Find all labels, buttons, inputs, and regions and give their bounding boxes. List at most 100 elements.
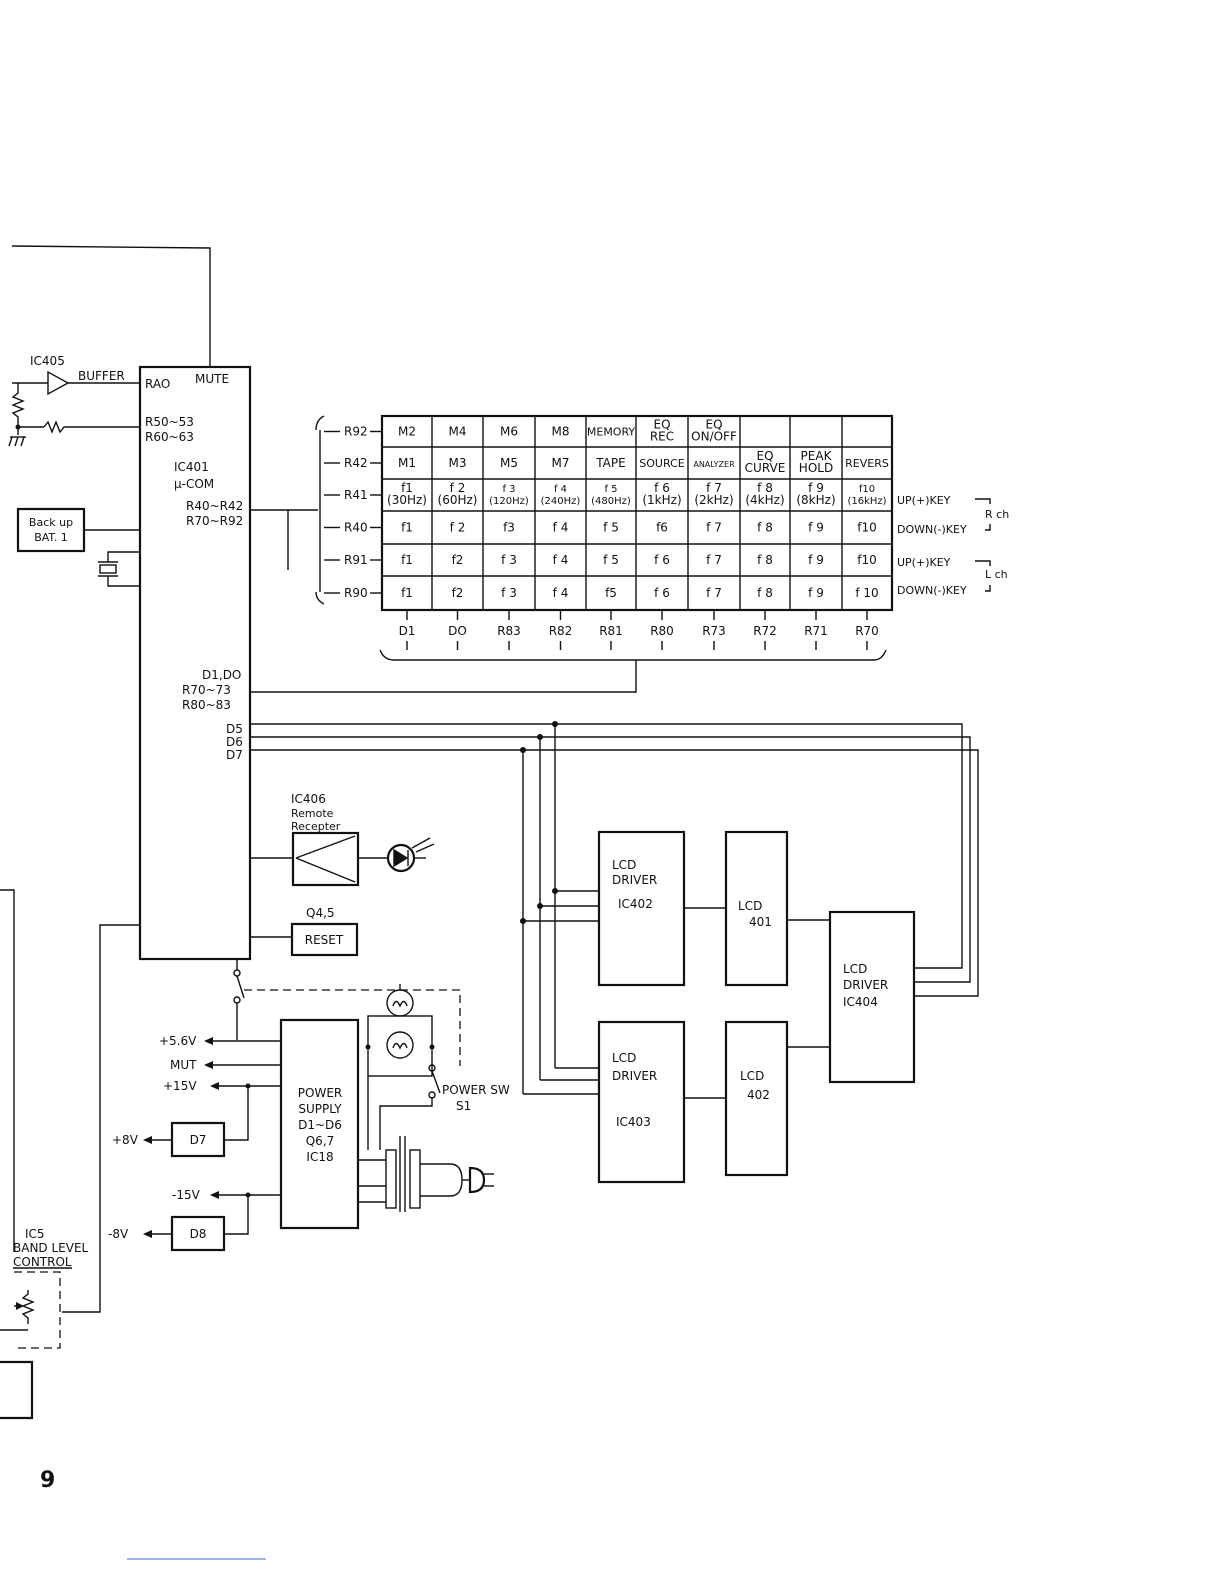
out-m8v: -8V <box>108 1227 129 1241</box>
side-label-up-l: UP(+)KEY <box>897 556 951 569</box>
mcu-r40: R40~R42 <box>186 499 243 513</box>
remote-line2: Recepter <box>291 820 341 833</box>
matrix-key-label: f 8 <box>757 553 773 567</box>
col-label: R70 <box>855 624 879 638</box>
mcu-r70: R70~R92 <box>186 514 243 528</box>
row-label: R90 <box>344 586 368 600</box>
remote-receiver-ic406: IC406 Remote Recepter <box>250 792 435 887</box>
matrix-key-label: f 8 <box>757 586 773 600</box>
row-label: R41 <box>344 488 368 502</box>
matrix-key-label: f 4(240Hz) <box>541 484 581 507</box>
matrix-key-label: ANALYZER <box>693 460 735 469</box>
mcu-d7: D7 <box>226 748 243 762</box>
matrix-key-label: f 9 <box>808 553 824 567</box>
lcd401-line1: LCD <box>738 899 762 913</box>
matrix-key-label: f10 <box>857 553 877 567</box>
matrix-key-label: f5 <box>605 586 617 600</box>
matrix-key-label: M2 <box>398 425 416 439</box>
ic403-line2: DRIVER <box>612 1069 657 1083</box>
matrix-key-label: f 9 <box>808 586 824 600</box>
ic404-line2: DRIVER <box>843 978 888 992</box>
matrix-key-label: f 5 <box>603 521 619 535</box>
col-label: R81 <box>599 624 623 638</box>
matrix-key-label: f 5(480Hz) <box>591 484 631 507</box>
lcd-driver-ic403 <box>597 1020 686 1184</box>
band-level-control-ic5: IC5 BAND LEVEL CONTROL <box>0 889 140 1420</box>
out-m15v: -15V <box>172 1188 201 1202</box>
matrix-key-label: f1(30Hz) <box>387 481 427 507</box>
lcd402-line2: 402 <box>747 1088 770 1102</box>
matrix-key-label: f 2(60Hz) <box>438 481 478 507</box>
out-5v6: +5.6V <box>159 1034 197 1048</box>
matrix-key-label: f 3 <box>501 553 517 567</box>
mcu-d6: D6 <box>226 735 243 749</box>
supply-line4: Q6,7 <box>306 1134 335 1148</box>
matrix-key-label: M7 <box>552 456 570 470</box>
ic402-line3: IC402 <box>618 897 653 911</box>
backup-line1: Back up <box>29 516 73 529</box>
key-matrix-grid <box>382 416 892 610</box>
col-label: R82 <box>549 624 573 638</box>
mcu-rao: RAO <box>145 377 170 391</box>
row-label: R40 <box>344 521 368 535</box>
matrix-key-label: f3 <box>503 521 515 535</box>
out-15v: +15V <box>163 1079 197 1093</box>
ic404-line1: LCD <box>843 962 867 976</box>
matrix-key-label: f 10 <box>855 586 878 600</box>
page-number: 9 <box>40 1468 55 1493</box>
mcu-d1d0: D1,DO <box>202 668 241 682</box>
side-label-lch: L ch <box>985 568 1008 581</box>
ic402-line1: LCD <box>612 858 636 872</box>
col-label: R80 <box>650 624 674 638</box>
reset-box-label: RESET <box>305 933 344 947</box>
remote-name: IC406 <box>291 792 326 806</box>
matrix-key-label: f 3 <box>501 586 517 600</box>
matrix-key-label: f 7 <box>706 521 722 535</box>
col-label: R72 <box>753 624 777 638</box>
ic402-line2: DRIVER <box>612 873 657 887</box>
matrix-key-label: f1 <box>401 553 413 567</box>
ic403-line1: LCD <box>612 1051 636 1065</box>
power-supply: POWER SUPPLY D1~D6 Q6,7 IC18 +5.6V MUT +… <box>108 984 510 1252</box>
out-8v: +8V <box>112 1133 139 1147</box>
matrix-key-label: M8 <box>552 425 570 439</box>
matrix-key-label: f 7 <box>706 586 722 600</box>
matrix-key-label: f1 <box>401 586 413 600</box>
reset-q45: Q4,5 RESET <box>250 906 359 957</box>
matrix-key-label: M4 <box>449 425 467 439</box>
side-label-down-r: DOWN(-)KEY <box>897 523 967 536</box>
side-label-up-r: UP(+)KEY <box>897 494 951 507</box>
matrix-key-label: f 8(4kHz) <box>745 481 784 507</box>
ic405-buffer: IC405 BUFFER <box>8 354 140 447</box>
ic405-label: IC405 <box>30 354 65 368</box>
matrix-key-label: MEMORY <box>587 426 636 439</box>
col-label: R71 <box>804 624 828 638</box>
supply-line2: SUPPLY <box>298 1102 342 1116</box>
col-label: D1 <box>399 624 416 638</box>
matrix-key-label: TAPE <box>595 456 625 470</box>
matrix-key-label: f1 <box>401 521 413 535</box>
mcu-type: μ-COM <box>174 477 214 491</box>
crystal <box>98 551 140 587</box>
power-sw-label: POWER SW <box>442 1083 510 1097</box>
matrix-key-label: f 8 <box>757 521 773 535</box>
lcd-driver-ic404 <box>828 910 916 1084</box>
matrix-key-label: f2 <box>452 553 464 567</box>
supply-line5: IC18 <box>306 1150 333 1164</box>
ic404-line3: IC404 <box>843 995 878 1009</box>
mcu-d5: D5 <box>226 722 243 736</box>
row-label: R91 <box>344 553 368 567</box>
backup-line2: BAT. 1 <box>34 531 68 544</box>
buffer-label: BUFFER <box>78 369 125 383</box>
row-label: R42 <box>344 456 368 470</box>
lcd401-line2: 401 <box>749 915 772 929</box>
d8-label: D8 <box>190 1227 207 1241</box>
matrix-key-label: f6 <box>656 521 668 535</box>
matrix-key-label: f 6 <box>654 553 670 567</box>
lcd-data-buses <box>250 721 979 1095</box>
